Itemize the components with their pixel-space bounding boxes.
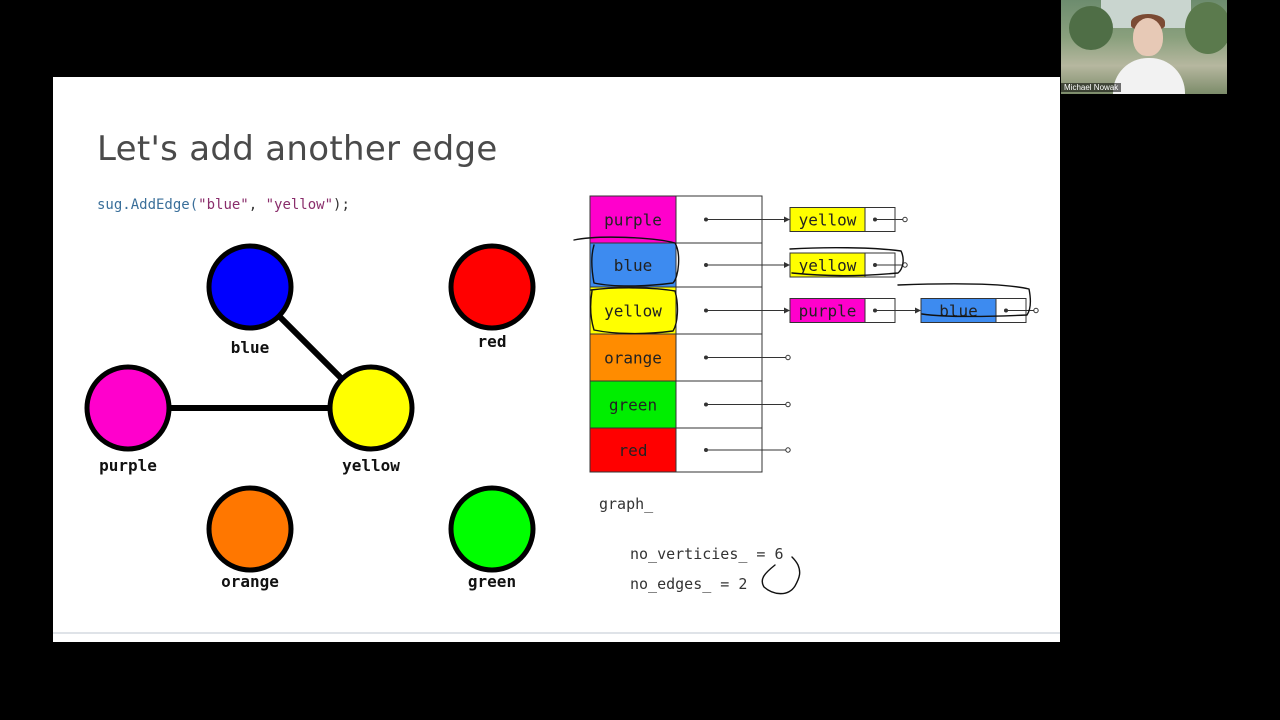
slide-title: Let's add another edge [97, 129, 498, 169]
adj-vertex-label: yellow [604, 302, 662, 321]
vertex-label-yellow: yellow [342, 456, 400, 475]
code-line: sug.AddEdge("blue", "yellow"); [97, 197, 350, 213]
code-separator: , [248, 197, 266, 213]
adj-vertex-label: purple [604, 211, 662, 230]
vertex-purple [84, 364, 172, 452]
null-terminator [785, 447, 791, 453]
graph-array-name: graph_ [599, 495, 654, 513]
vertex-orange [206, 485, 294, 573]
arrow-head [915, 307, 921, 314]
list-node-label: purple [799, 302, 857, 321]
adj-vertex-cell-purple [589, 195, 677, 244]
participant-video [1113, 58, 1185, 94]
arrow-head [784, 262, 790, 268]
vertex-count-line: no_verticies_ = 6 [630, 545, 784, 563]
vertex-red [448, 243, 536, 331]
vertex-yellow [327, 364, 415, 452]
graph-diagram: blue red purple yellow orange green purple yel… [84, 195, 1039, 595]
adj-vertex-label: red [619, 441, 648, 460]
list-node-label: yellow [799, 211, 857, 230]
edge-count-line: no_edges_ = 2 [630, 575, 747, 593]
webcam-background [1069, 6, 1113, 50]
vertex-label-green: green [468, 572, 516, 591]
adj-vertex-cell-yellow [589, 286, 677, 335]
code-arg-2: "yellow" [265, 197, 334, 213]
arrow-head [784, 307, 790, 314]
participant-name: Michael Nowak [1061, 83, 1122, 92]
adj-vertex-cell-orange [589, 333, 677, 382]
adj-vertex-label: green [609, 396, 657, 415]
code-function: sug.AddEdge( [97, 197, 199, 213]
arrow-head [784, 216, 790, 223]
list-node-purple [789, 298, 866, 323]
webcam-background [1185, 2, 1227, 54]
adj-vertex-label: blue [614, 256, 653, 275]
list-node-label: blue [939, 302, 978, 321]
code-arg-1: "blue" [198, 197, 249, 213]
vertex-label-purple: purple [99, 456, 157, 475]
graph-vertices: blue red purple yellow orange green [84, 243, 536, 591]
null-terminator [1033, 307, 1039, 314]
vertex-label-blue: blue [231, 338, 270, 357]
null-terminator [785, 401, 791, 408]
adjacency-list: purple yellow blue yellow yellow purple blue or… [589, 195, 1039, 473]
adj-vertex-label: orange [604, 349, 662, 368]
adj-vertex-cell-red [589, 427, 677, 473]
slide-divider [53, 632, 1060, 634]
list-node-blue [920, 298, 997, 323]
ink-annotations [573, 236, 1032, 595]
null-terminator [902, 216, 908, 223]
list-node-yellow [789, 207, 866, 232]
vertex-label-orange: orange [221, 572, 279, 591]
vertex-green [448, 485, 536, 573]
vertex-blue [206, 243, 294, 331]
code-end: ); [333, 197, 350, 213]
null-terminator [785, 354, 791, 361]
webcam-tile[interactable]: Michael Nowak [1061, 0, 1227, 94]
vertex-label-red: red [478, 332, 507, 351]
participant-video [1133, 18, 1163, 56]
slide: Let's add another edge sug.AddEdge("blue… [53, 77, 1060, 642]
adj-vertex-cell-green [589, 380, 677, 429]
list-node-label: yellow [799, 256, 857, 275]
